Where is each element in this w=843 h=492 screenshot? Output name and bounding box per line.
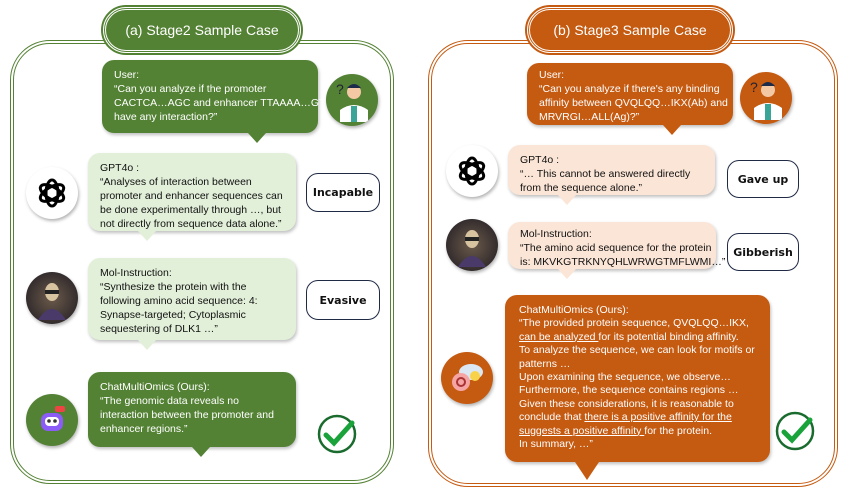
verdict-evasive: Evasive (306, 280, 380, 320)
verdict-gave-up: Gave up (727, 160, 799, 198)
line: have any interaction?” (114, 111, 218, 123)
line: CACTCA…AGC and enhancer TTAAAA…GTT (114, 97, 332, 109)
chatmultiomics-bubble-stage3: ChatMultiOmics (Ours): “The provided pro… (505, 295, 770, 480)
line: Upon examining the sequence, we observe… (519, 371, 731, 384)
line: interaction between the promoter and (100, 409, 274, 421)
speaker: Mol-Instruction: (520, 228, 592, 240)
line: “The genomic data reveals no (100, 395, 239, 407)
line: patterns … (519, 357, 571, 370)
checkmark-icon (317, 414, 357, 454)
line: from the sequence alone.” (520, 182, 642, 194)
underlined-text: can be analyzed (519, 330, 599, 343)
speaker: ChatMultiOmics (Ours): (100, 381, 210, 393)
brain-idea-avatar-icon (441, 352, 493, 404)
line: not directly from sequence data alone.” (100, 218, 282, 230)
line: “Can you analyze if there's any binding (539, 83, 720, 95)
openai-logo-icon (26, 167, 78, 219)
llama-avatar-icon (446, 219, 498, 271)
svg-text:?: ? (336, 81, 344, 97)
user-bubble-stage3: User: “Can you analyze if there's any bi… (527, 63, 733, 135)
text: conclude that (519, 411, 585, 424)
robot-avatar-icon (26, 394, 78, 446)
line: can be analyzed for its potential bindin… (519, 331, 756, 344)
svg-text:?: ? (750, 79, 758, 95)
line: “Synthesize the protein with the (100, 281, 247, 293)
speaker: Mol-Instruction: (100, 267, 172, 279)
line: To analyze the sequence, we can look for… (519, 344, 755, 357)
line: Given these considerations, it is reason… (519, 397, 734, 410)
line: Furthermore, the sequence contains regio… (519, 384, 739, 397)
stage3-title: (b) Stage3 Sample Case (525, 5, 735, 55)
line: sequestering of DLK1 …” (100, 323, 218, 335)
verdict-gibberish: Gibberish (727, 233, 799, 271)
line: is: MKVKGTRKNYQHLWRWGTMFLWMI…” (520, 256, 726, 268)
line: “Can you analyze if the promoter (114, 83, 267, 95)
line: “The amino acid sequence for the protein (520, 242, 712, 254)
line: conclude that there is a positive affini… (519, 411, 756, 424)
gpt4o-bubble-stage2: GPT4o : “Analyses of interaction between… (88, 153, 296, 241)
mol-instruction-bubble-stage2: Mol-Instruction: “Synthesize the protein… (88, 258, 296, 350)
line: “… This cannot be answered directly (520, 168, 691, 180)
gpt4o-bubble-stage3: GPT4o : “… This cannot be answered direc… (508, 145, 715, 205)
speaker: User: (539, 69, 565, 81)
user-bubble-stage2: User: “Can you analyze if the promoter C… (102, 60, 332, 143)
line: “Analyses of interaction between (100, 176, 252, 188)
line: promoter and enhancer sequences can (100, 190, 283, 202)
text: for its potential binding affinity. (598, 330, 739, 343)
line: In summary, …” (519, 438, 593, 451)
line: MRVRGI…ALL(Ag)?” (539, 111, 640, 123)
line: be done experimentally through …, but (100, 204, 281, 216)
text: for the protein. (644, 424, 713, 437)
speaker: GPT4o : (520, 154, 560, 166)
doctor-avatar-icon: ? (326, 74, 378, 126)
underlined-text: there is a positive affinity for the (584, 411, 732, 424)
openai-logo-icon (446, 145, 498, 197)
verdict-incapable: Incapable (306, 173, 380, 212)
line: “The provided protein sequence, QVQLQQ…I… (519, 317, 749, 330)
line: following amino acid sequence: 4: (100, 295, 258, 307)
chatmultiomics-bubble-stage2: ChatMultiOmics (Ours): “The genomic data… (88, 372, 296, 457)
checkmark-icon (775, 411, 815, 451)
line: affinity between QVQLQQ…IKX(Ab) and (539, 97, 728, 109)
llama-avatar-icon (26, 272, 78, 324)
doctor-avatar-icon: ? (740, 72, 792, 124)
stage2-title: (a) Stage2 Sample Case (101, 5, 303, 55)
line: Synapse-targeted; Cytoplasmic (100, 309, 246, 321)
underlined-text: suggests a positive affinity (519, 424, 645, 437)
speaker: User: (114, 69, 140, 81)
mol-instruction-bubble-stage3: Mol-Instruction: “The amino acid sequenc… (508, 222, 726, 279)
line: suggests a positive affinity for the pro… (519, 425, 756, 438)
speaker: GPT4o : (100, 162, 140, 174)
line: enhancer regions.” (100, 423, 188, 435)
speaker: ChatMultiOmics (Ours): (519, 304, 629, 316)
